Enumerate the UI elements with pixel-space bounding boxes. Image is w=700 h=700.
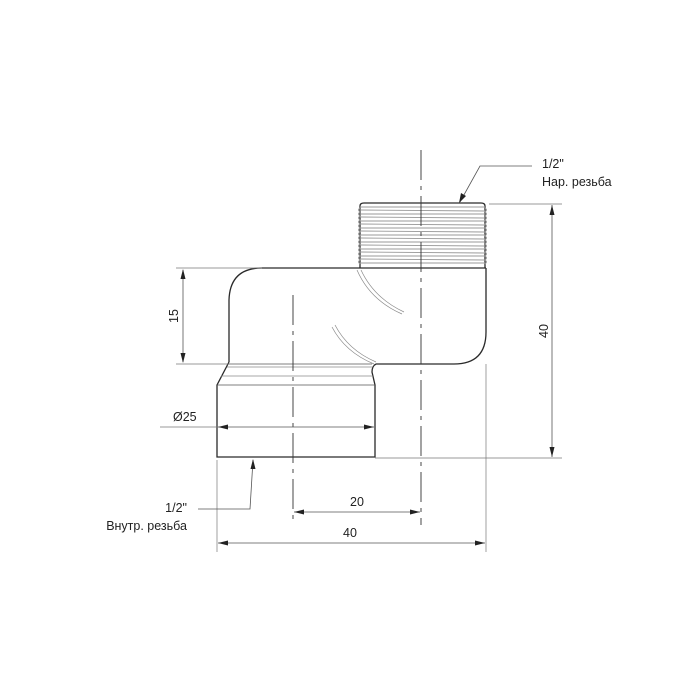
dimension-label-diameter: Ø25 <box>173 410 197 424</box>
dimension-body-height: 15 <box>167 269 186 363</box>
callout-bottom-size: 1/2" <box>165 501 187 515</box>
dimension-label-20: 20 <box>350 495 364 509</box>
external-thread <box>358 202 487 268</box>
dimension-label-15: 15 <box>167 309 181 323</box>
centerlines <box>292 150 422 525</box>
dimension-socket-diameter: Ø25 <box>160 410 374 430</box>
callout-top-type: Нар. резьба <box>542 175 612 189</box>
dimension-label-40-vertical: 40 <box>537 324 551 338</box>
dimension-label-40-horizontal: 40 <box>343 526 357 540</box>
dimension-offset: 20 <box>294 495 420 515</box>
callout-external-thread: 1/2" Нар. резьба <box>459 157 612 203</box>
callout-top-size: 1/2" <box>542 157 564 171</box>
dimension-total-width: 40 <box>218 526 485 546</box>
dimension-total-height: 40 <box>537 205 555 457</box>
extension-lines <box>176 203 562 552</box>
callout-internal-thread: 1/2" Внутр. резьба <box>106 459 256 533</box>
internal-thread-socket <box>216 361 377 458</box>
callout-bottom-type: Внутр. резьба <box>106 519 187 533</box>
elbow-body <box>227 267 487 368</box>
